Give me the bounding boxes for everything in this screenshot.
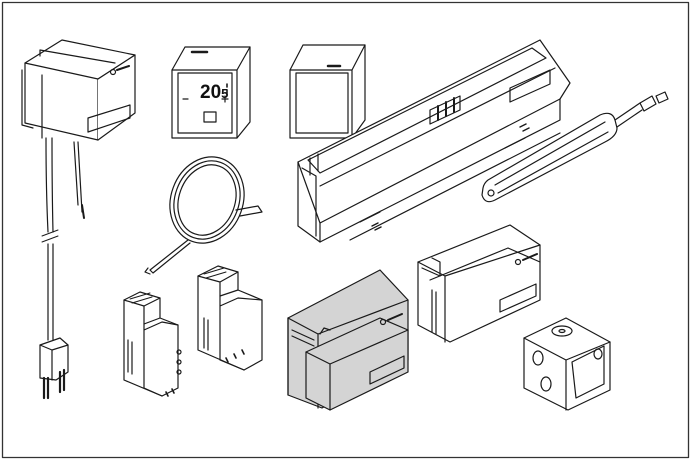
temperature-sensor-cable <box>144 156 263 275</box>
brand-logo-icon <box>109 65 130 76</box>
pump-module-highlighted <box>287 269 409 411</box>
base-controller-unit <box>297 39 571 243</box>
thermostat-display-readout: 205 <box>200 82 240 104</box>
power-transformer-with-plug <box>21 39 136 400</box>
room-thermostat-display <box>171 46 251 139</box>
din-rail-module-left <box>123 291 182 397</box>
room-thermostat-blank <box>289 44 366 139</box>
din-rail-module-right <box>197 265 263 371</box>
thermostat-display-value: 20 <box>200 82 222 103</box>
junction-box <box>523 317 611 411</box>
extension-module <box>417 224 541 343</box>
brand-logo-icon <box>379 313 403 326</box>
thermostat-display-decimal: 5 <box>221 86 229 101</box>
brand-logo-icon <box>514 253 538 266</box>
antenna-module <box>481 91 669 203</box>
plus-icon <box>221 95 229 103</box>
